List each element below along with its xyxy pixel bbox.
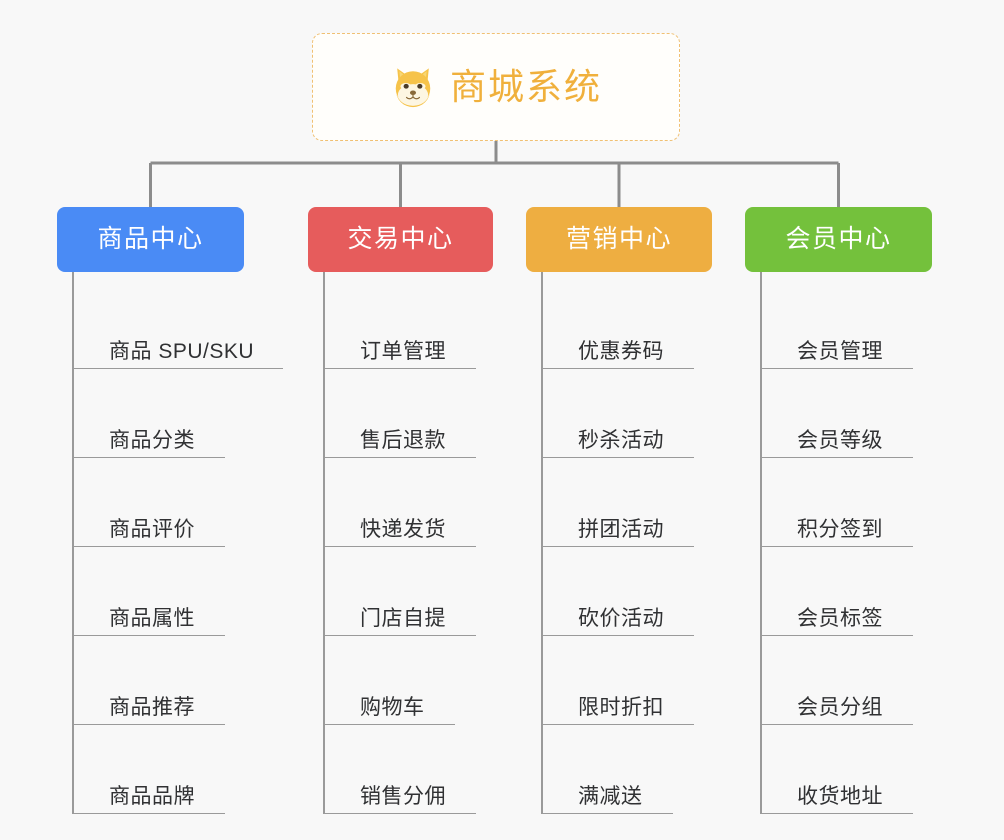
leaf-item-underline [542, 724, 694, 725]
leaf-column-marketing-center: 优惠券码秒杀活动拼团活动砍价活动限时折扣满减送 [542, 280, 694, 814]
leaf-item-underline [761, 546, 913, 547]
branch-card-label: 交易中心 [347, 225, 454, 253]
leaf-item-label: 收货地址 [797, 785, 883, 808]
leaf-item-label: 会员分组 [797, 696, 883, 719]
leaf-item-underline [542, 635, 694, 636]
branch-card-label: 营销中心 [565, 225, 672, 253]
leaf-item-label: 积分签到 [797, 518, 883, 541]
leaf-item[interactable]: 会员等级 [761, 369, 913, 458]
leaf-item-label: 销售分佣 [360, 785, 446, 808]
leaf-item-underline [73, 813, 225, 814]
leaf-item-underline [324, 546, 476, 547]
leaf-item[interactable]: 收货地址 [761, 725, 913, 814]
branch-card-marketing-center[interactable]: 营销中心 [526, 207, 712, 272]
leaf-item-underline [761, 813, 913, 814]
root-node-label: 商城系统 [449, 66, 602, 107]
leaf-item-label: 门店自提 [360, 607, 446, 630]
leaf-item-label: 售后退款 [360, 429, 446, 452]
leaf-item[interactable]: 商品分类 [73, 369, 262, 458]
leaf-item-underline [73, 724, 225, 725]
leaf-item-underline [73, 546, 225, 547]
leaf-item[interactable]: 砍价活动 [542, 547, 694, 636]
leaf-item[interactable]: 售后退款 [324, 369, 476, 458]
leaf-item-underline [542, 546, 694, 547]
leaf-item-label: 商品推荐 [109, 696, 195, 719]
leaf-item[interactable]: 商品推荐 [73, 636, 262, 725]
leaf-item-label: 快递发货 [360, 518, 446, 541]
leaf-item-underline [761, 457, 913, 458]
leaf-item-label: 会员管理 [797, 340, 883, 363]
leaf-item-label: 秒杀活动 [578, 429, 664, 452]
leaf-item-label: 拼团活动 [578, 518, 664, 541]
leaf-item[interactable]: 满减送 [542, 725, 673, 814]
branch-card-trade-center[interactable]: 交易中心 [308, 207, 493, 272]
leaf-column-trade-center: 订单管理售后退款快递发货门店自提购物车销售分佣 [324, 280, 476, 814]
branch-card-label: 会员中心 [785, 225, 892, 253]
leaf-item-label: 会员标签 [797, 607, 883, 630]
leaf-item-label: 限时折扣 [578, 696, 664, 719]
leaf-item[interactable]: 商品 SPU/SKU [73, 280, 283, 369]
leaf-item[interactable]: 拼团活动 [542, 458, 694, 547]
leaf-item-underline [324, 368, 476, 369]
leaf-item[interactable]: 限时折扣 [542, 636, 694, 725]
leaf-item-underline [324, 724, 455, 725]
leaf-item-underline [324, 635, 476, 636]
leaf-item[interactable]: 商品评价 [73, 458, 262, 547]
leaf-item[interactable]: 优惠券码 [542, 280, 694, 369]
leaf-item-underline [542, 368, 694, 369]
leaf-item[interactable]: 快递发货 [324, 458, 476, 547]
leaf-item-label: 商品评价 [109, 518, 195, 541]
leaf-item-underline [542, 457, 694, 458]
leaf-item[interactable]: 积分签到 [761, 458, 913, 547]
leaf-item-label: 会员等级 [797, 429, 883, 452]
leaf-item-underline [761, 635, 913, 636]
leaf-item[interactable]: 购物车 [324, 636, 455, 725]
shiba-dog-face-icon [395, 68, 431, 108]
leaf-item[interactable]: 商品属性 [73, 547, 262, 636]
leaf-item-underline [73, 457, 225, 458]
leaf-item[interactable]: 秒杀活动 [542, 369, 694, 458]
leaf-item[interactable]: 会员标签 [761, 547, 913, 636]
leaf-item-label: 商品 SPU/SKU [109, 340, 255, 363]
leaf-item-label: 满减送 [578, 785, 643, 808]
leaf-column-product-center: 商品 SPU/SKU 商品分类商品评价商品属性商品推荐商品品牌 [73, 280, 283, 814]
leaf-item[interactable]: 销售分佣 [324, 725, 476, 814]
leaf-item[interactable]: 商品品牌 [73, 725, 262, 814]
leaf-item-underline [324, 457, 476, 458]
leaf-item-underline [542, 813, 673, 814]
leaf-item-underline [73, 635, 225, 636]
branch-card-product-center[interactable]: 商品中心 [57, 207, 244, 272]
leaf-item-label: 商品属性 [109, 607, 195, 630]
leaf-column-member-center: 会员管理会员等级积分签到会员标签会员分组收货地址 [761, 280, 913, 814]
leaf-item-underline [324, 813, 476, 814]
leaf-item[interactable]: 门店自提 [324, 547, 476, 636]
leaf-item[interactable]: 会员管理 [761, 280, 913, 369]
leaf-item-label: 优惠券码 [578, 340, 664, 363]
leaf-item-label: 商品品牌 [109, 785, 195, 808]
root-node[interactable]: 商城系统 [312, 33, 680, 141]
leaf-item-label: 商品分类 [109, 429, 195, 452]
branch-card-member-center[interactable]: 会员中心 [745, 207, 932, 272]
leaf-item-underline [73, 368, 283, 369]
leaf-item-underline [761, 724, 913, 725]
leaf-item[interactable]: 会员分组 [761, 636, 913, 725]
leaf-item-label: 订单管理 [360, 340, 446, 363]
leaf-item-label: 购物车 [360, 696, 425, 719]
leaf-item[interactable]: 订单管理 [324, 280, 476, 369]
leaf-item-label: 砍价活动 [578, 607, 664, 630]
leaf-item-underline [761, 368, 913, 369]
branch-card-label: 商品中心 [97, 225, 204, 253]
